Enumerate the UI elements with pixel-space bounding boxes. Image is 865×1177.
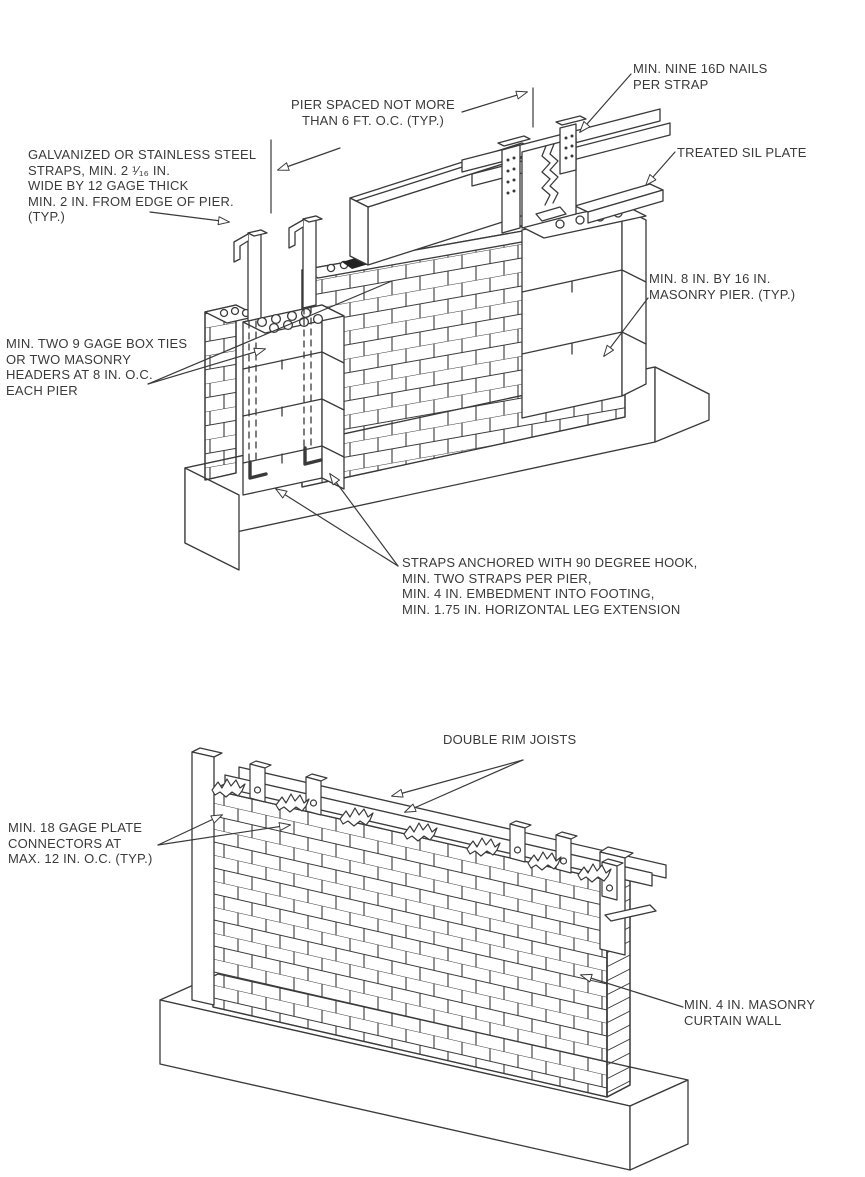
pier-straps — [233, 215, 323, 480]
box-ties-leader-2 — [147, 280, 393, 385]
label-rim-joists: DOUBLE RIM JOISTS — [443, 732, 577, 747]
box-ties-leader-1 — [147, 347, 266, 385]
strap-dashed-2 — [303, 306, 312, 449]
anchor-leader-2 — [329, 473, 399, 567]
sill-leader — [645, 151, 676, 186]
strap-dashed-1 — [248, 320, 257, 463]
rim-joists-leader-2 — [404, 759, 524, 813]
rim-joists-leader-1 — [391, 759, 524, 798]
zigzag-strap — [541, 145, 551, 206]
curtain-wall-leader — [580, 973, 684, 1008]
label-pier-spacing: PIER SPACED NOT MORE THAN 6 FT. O.C. (TY… — [291, 97, 455, 128]
figure1-pier-detail — [147, 73, 710, 571]
sill-plate — [574, 183, 664, 224]
label-sill-plate: TREATED SIL PLATE — [677, 145, 807, 160]
connectors-leader-1 — [157, 814, 223, 846]
label-nails: MIN. NINE 16D NAILS PER STRAP — [633, 61, 768, 92]
pier-leader — [603, 297, 649, 357]
label-box-ties: MIN. TWO 9 GAGE BOX TIES OR TWO MASONRY … — [6, 336, 188, 398]
connectors-leader-2 — [157, 822, 291, 846]
hook-1 — [248, 460, 268, 480]
masonry-pier-left — [242, 304, 345, 496]
dim-arrow-left — [277, 147, 341, 171]
anchor-leader-1 — [275, 488, 399, 567]
label-galvanized-straps: GALVANIZED OR STAINLESS STEEL STRAPS, MI… — [28, 147, 257, 224]
hook-2 — [303, 446, 323, 466]
label-masonry-pier: MIN. 8 IN. BY 16 IN. MASONRY PIER. (TYP.… — [649, 271, 796, 302]
figure2-leaders — [157, 759, 684, 1008]
strap-assembly — [497, 115, 587, 234]
masonry-pier-right — [519, 203, 647, 419]
dim-arrow-right — [461, 90, 528, 113]
end-board-left — [191, 747, 223, 1006]
nail-dots-left — [506, 156, 516, 195]
label-plate-connectors: MIN. 18 GAGE PLATE CONNECTORS AT MAX. 12… — [8, 820, 153, 866]
galvanized-leader — [149, 211, 230, 226]
nails-leader — [579, 73, 632, 133]
nail-dots-right — [564, 134, 574, 160]
figure2-curtain-wall-detail — [157, 747, 689, 1171]
back-wall-left — [204, 304, 259, 481]
label-curtain-wall: MIN. 4 IN. MASONRY CURTAIN WALL — [684, 997, 816, 1028]
label-strap-anchor: STRAPS ANCHORED WITH 90 DEGREE HOOK, MIN… — [402, 555, 698, 617]
figure1-leaders — [147, 73, 676, 567]
